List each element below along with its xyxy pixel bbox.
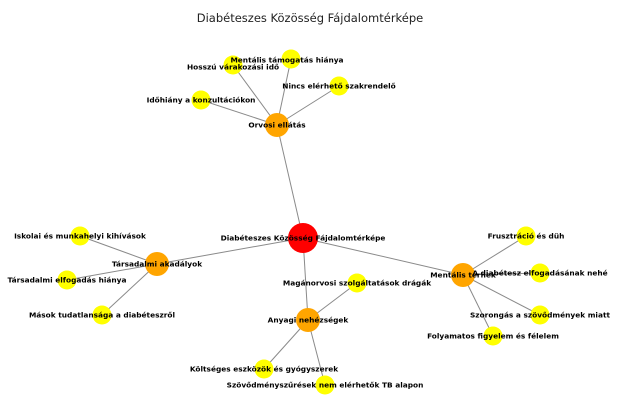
node-o3 bbox=[329, 76, 349, 96]
node-t2 bbox=[57, 270, 77, 290]
node-label-o4: Időhiány a konzultációkon bbox=[147, 96, 256, 105]
edge-tarsadalmi-t2 bbox=[66, 263, 158, 281]
node-center bbox=[288, 223, 318, 253]
node-m2 bbox=[530, 263, 550, 283]
node-label-center: Diabéteszes Közösség Fájdalomtérképe bbox=[221, 234, 386, 243]
node-label-m3: Szorongás a szövődmények miatt bbox=[470, 311, 611, 320]
node-label-mentalis: Mentális terhek bbox=[430, 271, 497, 280]
node-label-a3: Szövődményszűrések nem elérhetők TB alap… bbox=[227, 381, 424, 390]
edge-orvosi-o1 bbox=[232, 64, 278, 126]
edge-mentalis-m1 bbox=[462, 235, 527, 276]
edge-center-tarsadalmi bbox=[156, 237, 304, 265]
node-label-anyagi: Anyagi nehézségek bbox=[268, 316, 350, 325]
edge-center-mentalis bbox=[302, 237, 464, 276]
node-o1 bbox=[223, 55, 243, 75]
node-label-o1: Hosszú várakozási idő bbox=[187, 63, 279, 72]
node-tarsadalmi bbox=[145, 252, 169, 276]
node-label-m2: A diabétesz elfogadásának nehé bbox=[472, 269, 607, 278]
node-t1 bbox=[70, 226, 90, 246]
node-label-t1: Iskolai és munkahelyi kihívások bbox=[14, 232, 147, 241]
node-m1 bbox=[516, 226, 536, 246]
nodes-layer bbox=[57, 49, 550, 395]
node-m4 bbox=[483, 326, 503, 346]
node-mentalis bbox=[451, 263, 475, 287]
node-a1 bbox=[347, 273, 367, 293]
edge-center-orvosi bbox=[276, 124, 304, 239]
edge-orvosi-o3 bbox=[276, 85, 340, 126]
edge-tarsadalmi-t1 bbox=[79, 235, 158, 265]
node-label-t3: Mások tudatlansága a diabéteszről bbox=[29, 311, 175, 320]
node-a2 bbox=[254, 359, 274, 379]
node-orvosi bbox=[265, 113, 289, 137]
node-t3 bbox=[92, 305, 112, 325]
node-label-a2: Költséges eszközök és gyógyszerek bbox=[190, 365, 339, 374]
diagram-title: Diabéteszes Közösség Fájdalomtérképe bbox=[197, 11, 424, 25]
edge-mentalis-m2 bbox=[462, 272, 541, 276]
node-label-m1: Frusztráció és düh bbox=[488, 232, 565, 241]
node-label-o3: Nincs elérhető szakrendelő bbox=[282, 82, 395, 91]
node-o4 bbox=[191, 90, 211, 110]
node-label-o2: Mentális támogatás hiánya bbox=[230, 56, 343, 65]
node-a3 bbox=[315, 375, 335, 395]
node-label-a1: Magánorvosi szolgáltatások drágák bbox=[283, 279, 432, 288]
edge-orvosi-o4 bbox=[200, 99, 278, 126]
node-label-m4: Folyamatos figyelem és félelem bbox=[427, 332, 559, 341]
node-label-t2: Társadalmi elfogadás hiánya bbox=[8, 276, 127, 285]
edge-mentalis-m3 bbox=[462, 274, 541, 316]
labels-layer: Diabéteszes Közösség Fájdalomtérképe Orvo… bbox=[8, 56, 611, 390]
node-label-orvosi: Orvosi ellátás bbox=[248, 121, 306, 130]
node-o2 bbox=[281, 49, 301, 69]
node-m3 bbox=[530, 305, 550, 325]
node-anyagi bbox=[296, 308, 320, 332]
node-label-tarsadalmi: Társadalmi akadályok bbox=[112, 260, 203, 269]
edge-tarsadalmi-t3 bbox=[101, 263, 158, 316]
